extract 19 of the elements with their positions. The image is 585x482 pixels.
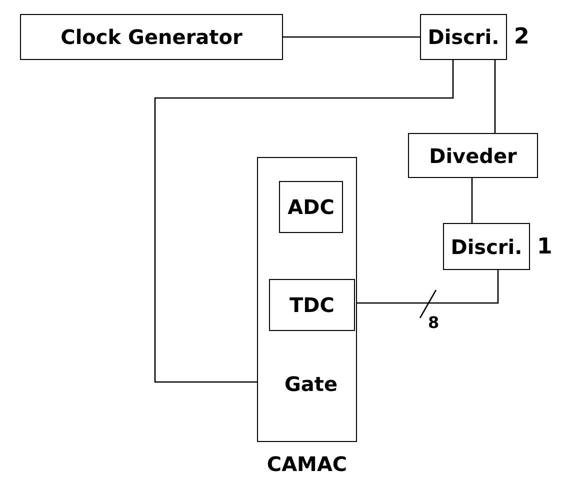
box-label: Diveder bbox=[429, 142, 517, 170]
box-heading: CAMAC bbox=[266, 451, 348, 478]
box bbox=[408, 133, 538, 178]
box-label: Clock Generator bbox=[60, 24, 242, 51]
box-label: TDC bbox=[290, 292, 334, 319]
box-label: Gate bbox=[284, 371, 338, 398]
connector-line bbox=[283, 36, 420, 38]
number-label: 1 bbox=[537, 233, 552, 261]
box bbox=[269, 279, 355, 331]
box bbox=[20, 14, 283, 60]
box-label: Discri. bbox=[428, 24, 500, 51]
edge-label: 8 bbox=[428, 315, 440, 331]
connector-line bbox=[154, 60, 454, 383]
box-label: Discri. bbox=[450, 234, 522, 260]
connector-line bbox=[494, 60, 496, 133]
number-label: 2 bbox=[514, 24, 530, 52]
box-label: ADC bbox=[288, 194, 334, 221]
connector-line bbox=[471, 178, 473, 223]
box bbox=[279, 181, 343, 233]
